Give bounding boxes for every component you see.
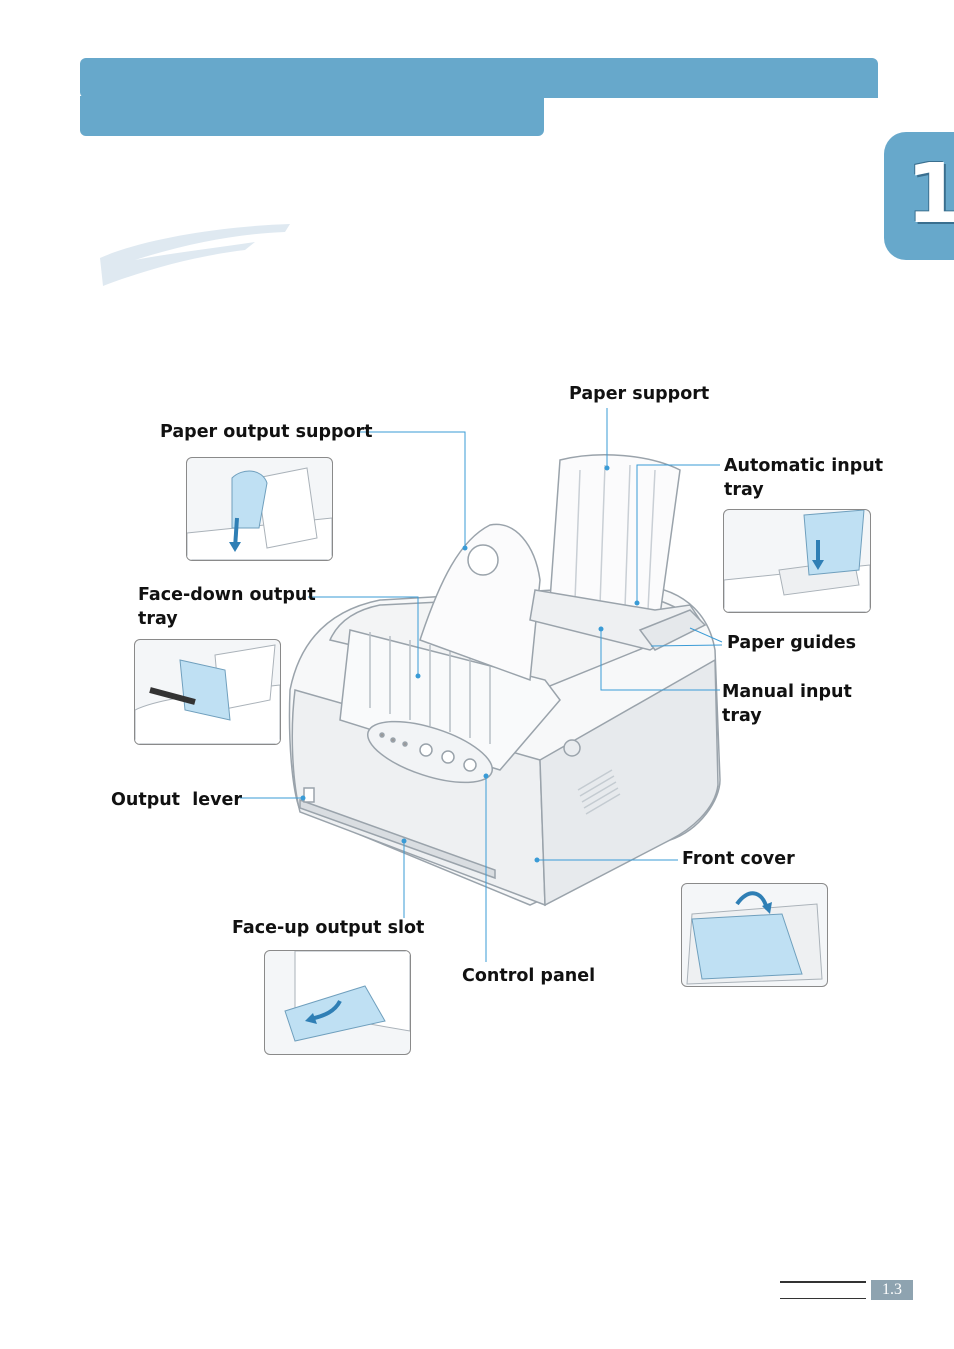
leader-dots — [300, 465, 640, 863]
automatic-input-tray-thumbnail — [723, 509, 871, 613]
label-paper-guides: Paper guides — [727, 633, 857, 653]
label-front-cover: Front cover — [682, 849, 795, 869]
label-face-down-output-tray: Face-down output tray — [138, 585, 316, 629]
face-up-output-slot-thumbnail — [264, 950, 411, 1055]
chapter-tab: 1 — [884, 132, 954, 260]
label-control-panel: Control panel — [462, 966, 596, 986]
page-number: 1.3 — [871, 1280, 913, 1300]
front-cover-thumbnail — [681, 883, 828, 987]
label-face-up-output-slot: Face-up output slot — [232, 918, 425, 938]
label-manual-input-tray: Manual input tray — [722, 682, 852, 726]
chapter-number: 1 — [906, 147, 954, 242]
leader-lines — [240, 408, 723, 962]
footer-rule — [780, 1281, 866, 1283]
label-output-lever: Output lever — [111, 790, 243, 810]
label-automatic-input-tray: Automatic input tray — [724, 456, 884, 500]
printer-illustration — [288, 454, 721, 907]
header-bar-lower — [80, 96, 544, 136]
paper-output-support-thumbnail — [186, 457, 333, 561]
label-paper-support: Paper support — [569, 384, 710, 404]
label-paper-output-support: Paper output support — [160, 422, 373, 442]
header-bar — [80, 58, 878, 98]
brush-stroke-decoration — [100, 224, 290, 286]
footer-rule-lower — [780, 1298, 866, 1299]
face-down-output-tray-thumbnail — [134, 639, 281, 745]
